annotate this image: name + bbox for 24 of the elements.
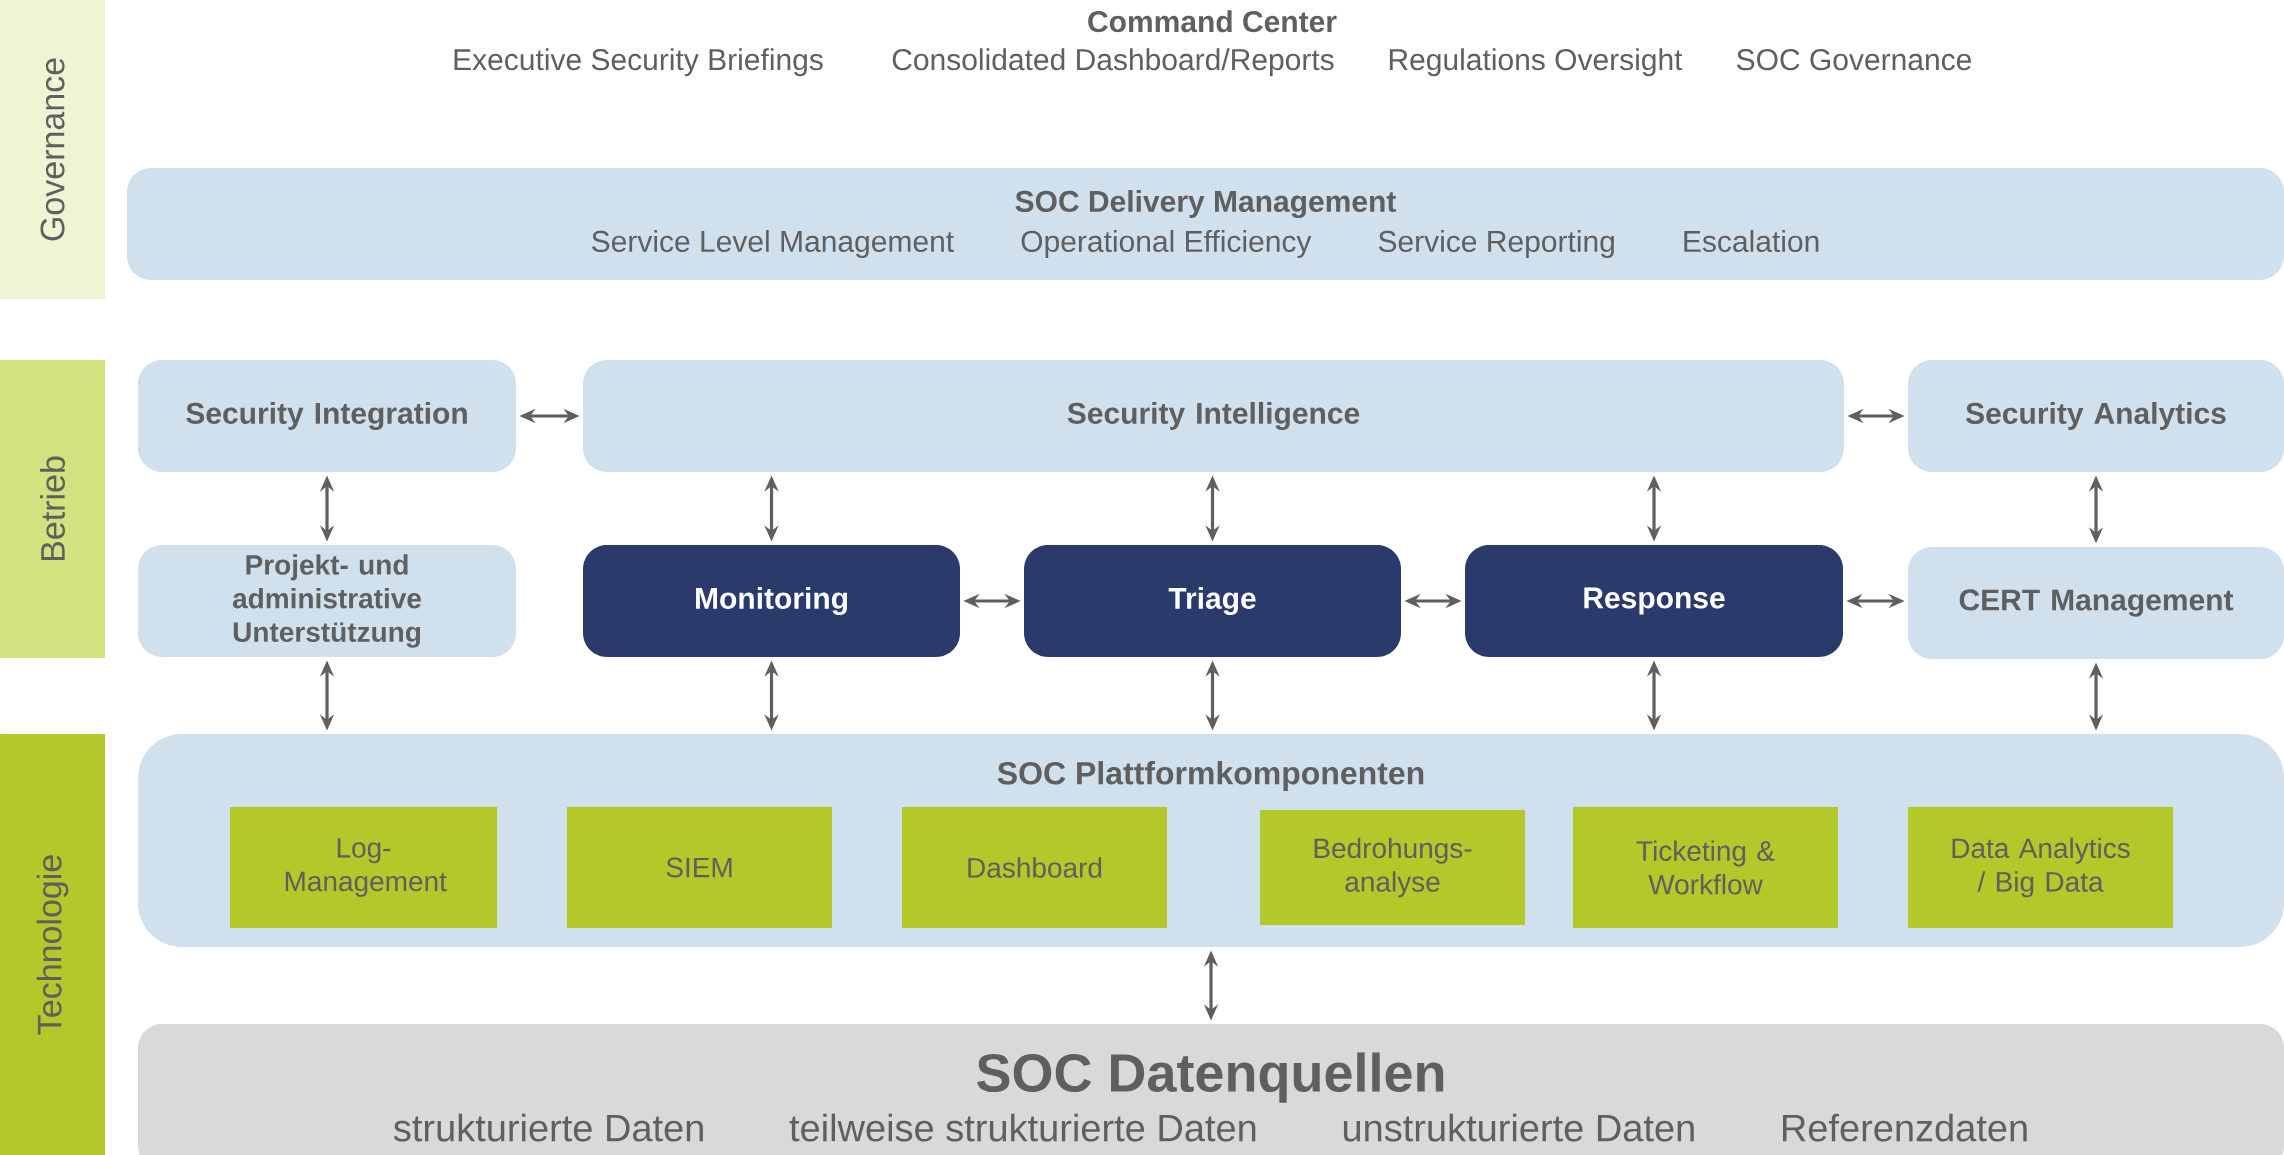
heading: Command Center — [1088, 10, 1337, 33]
component-box: Dashboard — [902, 807, 1167, 928]
process-box: Response — [1465, 545, 1843, 657]
process-box: Projekt- und administrative Unterstützung — [138, 545, 516, 657]
label-text: Regulations Oversight — [1389, 48, 1683, 77]
component-box: Log-Management — [230, 807, 497, 928]
component-box: Ticketing & Workflow — [1573, 807, 1838, 928]
process-box: Security Analytics — [1908, 360, 2284, 472]
process-box: Triage — [1024, 545, 1401, 657]
process-box: Security Integration — [138, 360, 516, 472]
data-source-box: SOC Datenquellen strukturierte Daten teilweise strukturierte Daten unstrukturierte Daten Referenzdaten — [138, 1024, 2284, 1155]
label-text: Executive Security Briefings — [454, 48, 823, 77]
process-box: Monitoring — [583, 545, 960, 657]
process-box: Security Intelligence — [583, 360, 1844, 472]
label-text: SOC Governance — [1737, 49, 1971, 71]
process-box: CERT Management — [1908, 547, 2284, 659]
management-box: SOC Delivery Management Service Level Management Operational Efficiency Service Reporting Escalation — [127, 168, 2284, 280]
component-box: Bedrohungs-analyse — [1260, 810, 1525, 925]
component-box: Data Analytics / Big Data — [1908, 807, 2173, 928]
layer-band: Technologie — [0, 734, 105, 1155]
layer-band: Governance — [0, 0, 105, 299]
layer-band: Betrieb — [0, 360, 105, 658]
label-text: Consolidated Dashboard/Reports — [892, 48, 1334, 77]
component-box: SIEM — [567, 807, 832, 928]
